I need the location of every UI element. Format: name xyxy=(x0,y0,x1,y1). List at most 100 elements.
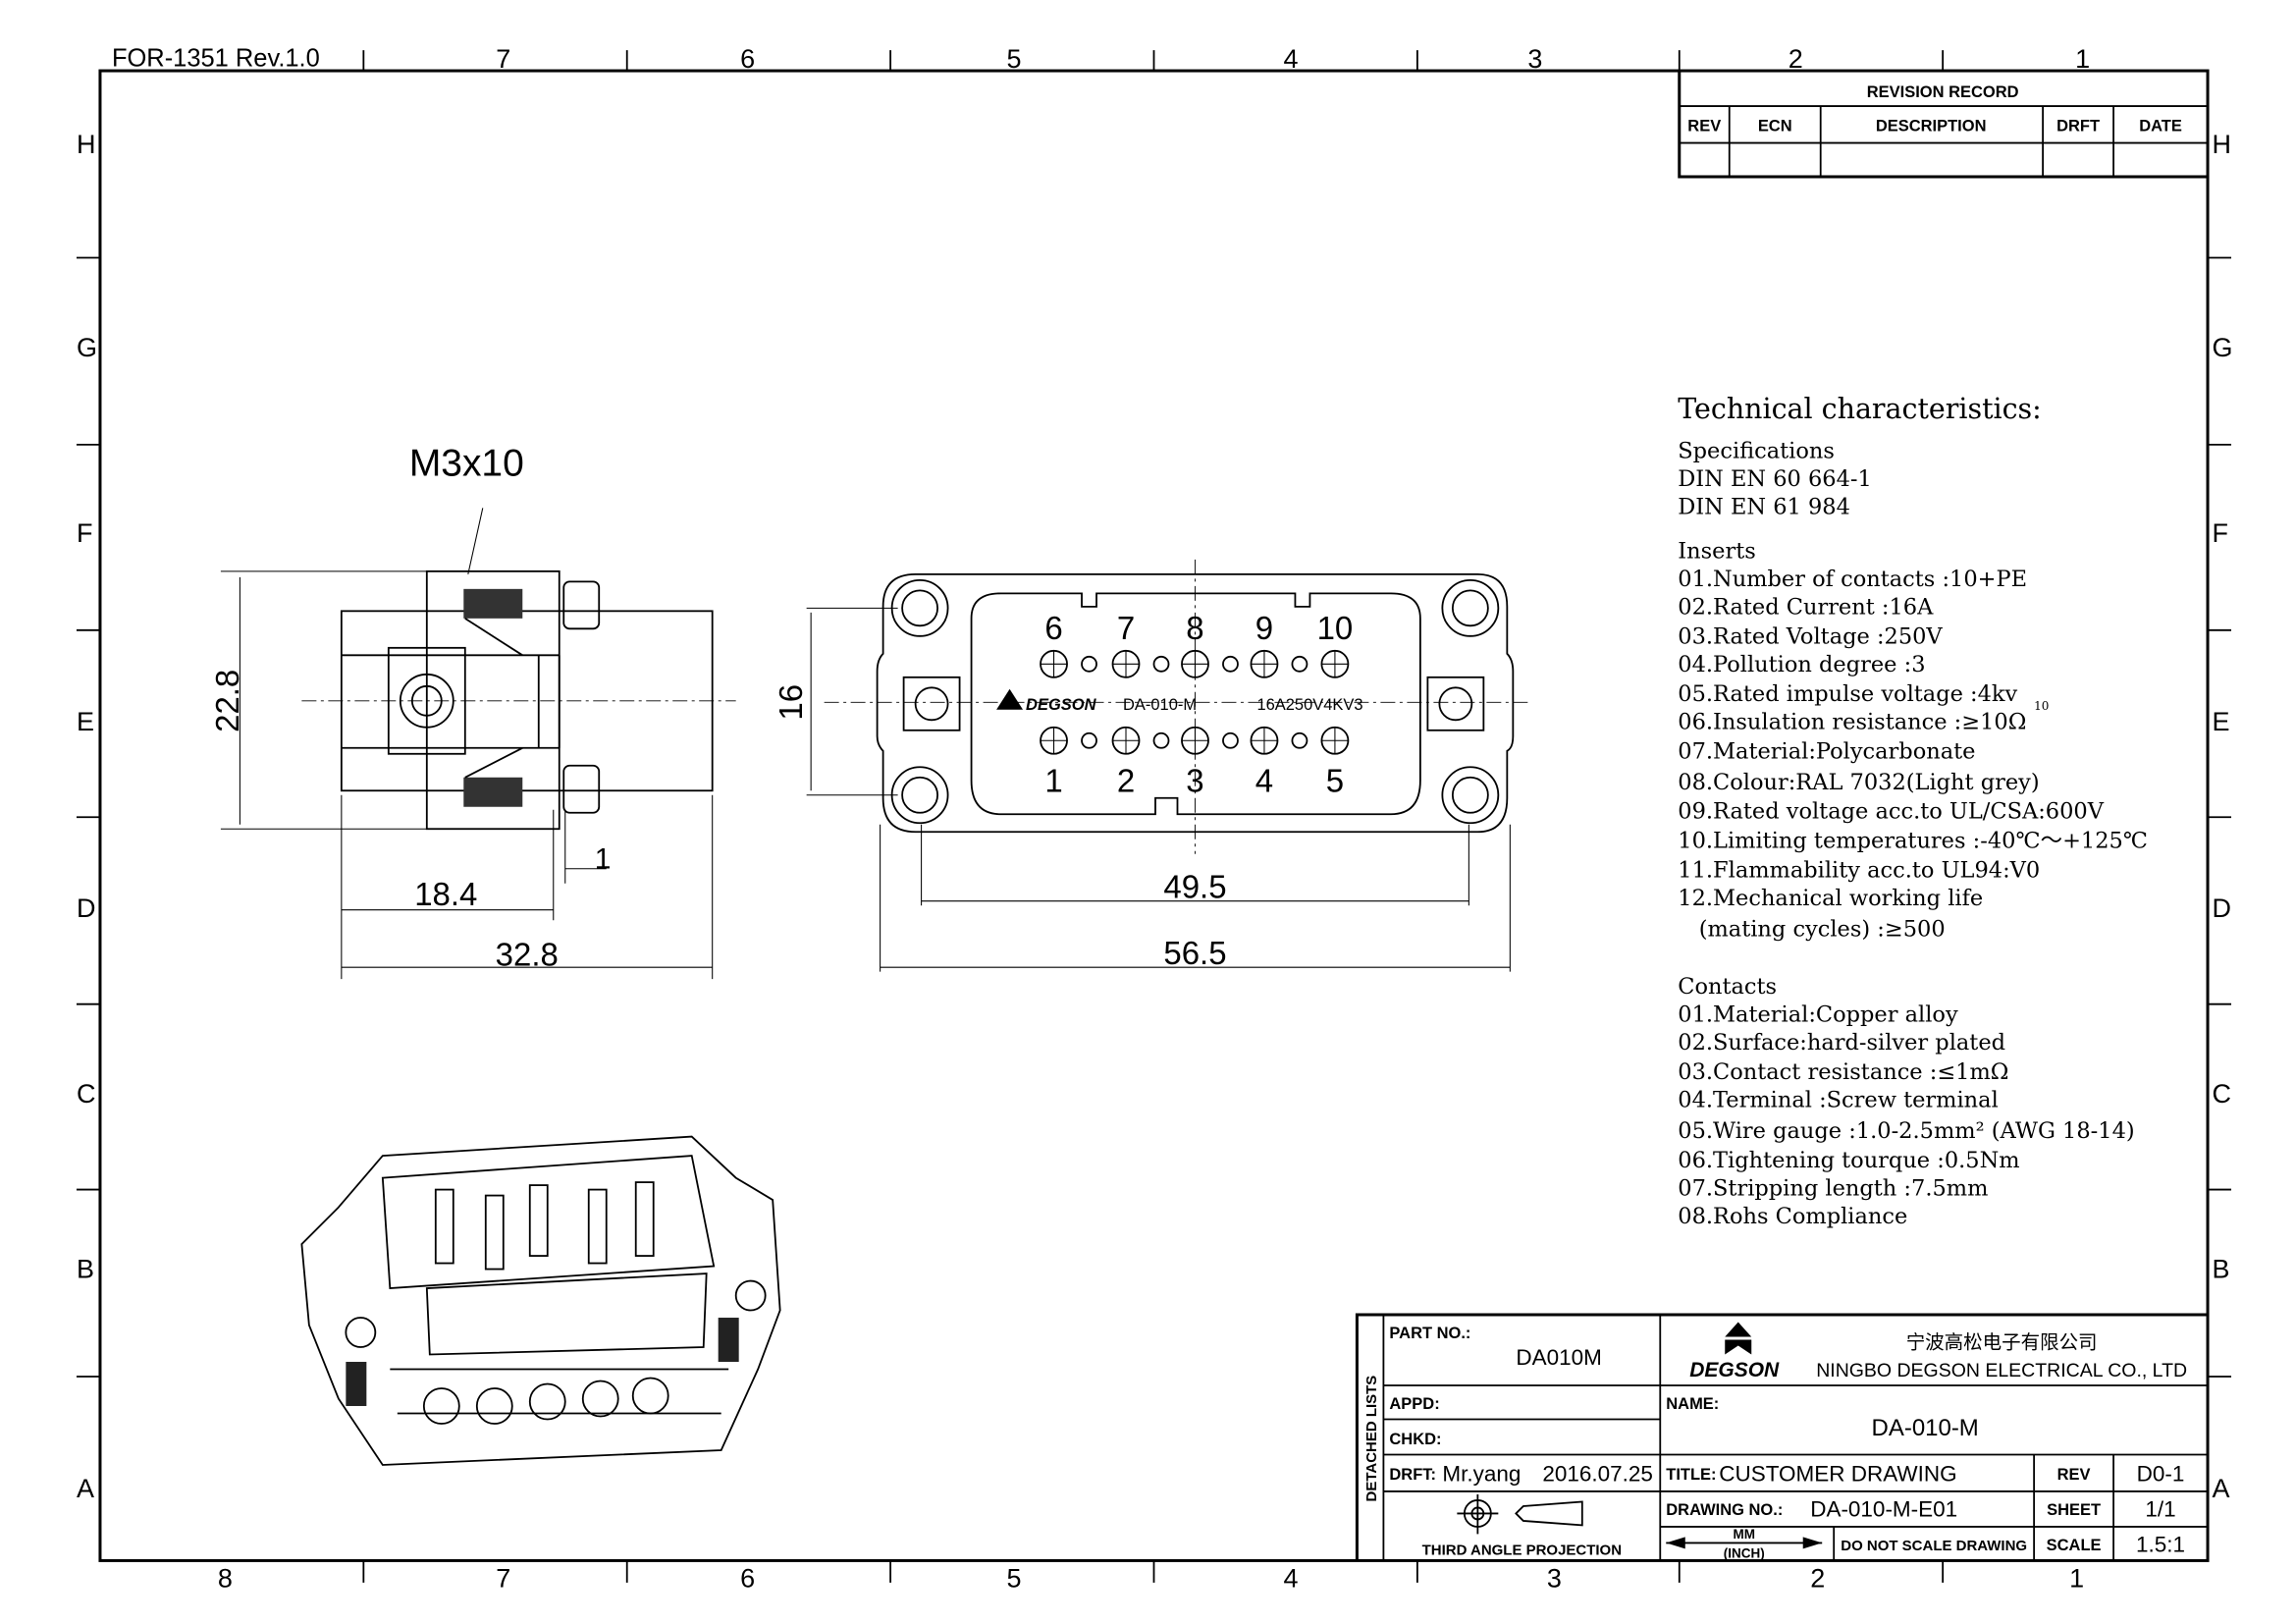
detached-lists-label: DETACHED LISTS xyxy=(1363,1376,1380,1502)
zone-row: D xyxy=(2213,893,2231,923)
coding-hole xyxy=(1152,655,1170,673)
contact-crosshair xyxy=(1041,727,1068,754)
technical-characteristics: Technical characteristics: Specification… xyxy=(1678,393,2148,1229)
pin-label: 9 xyxy=(1255,610,1273,646)
zone-col: 4 xyxy=(1283,44,1298,74)
pin-label: 6 xyxy=(1044,610,1062,646)
zone-col: 6 xyxy=(740,1563,755,1593)
zone-col: 2 xyxy=(1789,44,1803,74)
zone-row: E xyxy=(77,707,94,736)
contact-crosshair xyxy=(1251,650,1278,677)
units-arrow-icon xyxy=(1666,1537,1823,1549)
insert-item: 07.Material:Polycarbonate xyxy=(1678,738,1975,764)
coding-hole xyxy=(1081,731,1097,749)
zone-row: A xyxy=(2213,1474,2230,1503)
insert-item: 09.Rated voltage acc.to UL/CSA:600V xyxy=(1678,799,2104,825)
revision-record-table: REVISION RECORD REV ECN DESCRIPTION DRFT… xyxy=(1678,71,2209,179)
front-view: 6 7 8 9 10 1 2 3 4 5 16 49.5 56.5 DEGSON… xyxy=(773,559,1531,972)
spec-item: DIN EN 61 984 xyxy=(1678,494,1850,519)
insert-item: 01.Number of contacts :10+PE xyxy=(1678,567,2027,592)
degson-logo-icon xyxy=(996,688,1024,710)
zone-col: 1 xyxy=(2069,1563,2084,1593)
units-inch: (INCH) xyxy=(1724,1545,1765,1560)
contact-crosshair xyxy=(1041,650,1068,677)
contact-crosshair xyxy=(1321,727,1349,754)
dim-height: 16 xyxy=(773,684,809,721)
zone-row: A xyxy=(77,1474,94,1503)
zone-col: 4 xyxy=(1283,1563,1298,1593)
company-name-cn: 宁波高松电子有限公司 xyxy=(1906,1332,2098,1354)
zone-row: H xyxy=(77,130,95,159)
part-no-label: PART NO.: xyxy=(1389,1325,1470,1342)
pin-label: 7 xyxy=(1117,610,1135,646)
zone-row: D xyxy=(77,893,95,923)
insert-item: 10.Limiting temperatures :-40℃～+125℃ xyxy=(1678,829,2148,854)
coding-hole xyxy=(1222,731,1239,749)
company-name-en: NINGBO DEGSON ELECTRICAL CO., LTD xyxy=(1816,1360,2187,1381)
zone-col: 1 xyxy=(2075,44,2090,74)
zone-col: 8 xyxy=(218,1563,233,1593)
rating-marking: 16A250V4KV3 xyxy=(1256,696,1362,714)
insert-item: 02.Rated Current :16A xyxy=(1678,594,1934,620)
contact-crosshair xyxy=(1112,650,1140,677)
rev-label: REV xyxy=(2057,1466,2091,1484)
form-id: FOR-1351 Rev.1.0 xyxy=(112,45,320,73)
drft-label: DRFT: xyxy=(1389,1466,1436,1484)
zone-row: C xyxy=(2213,1079,2231,1109)
degson-logo: DEGSON xyxy=(1689,1322,1780,1381)
zone-col: 3 xyxy=(1527,44,1542,74)
contact-crosshair xyxy=(1251,727,1278,754)
dim-width-total: 32.8 xyxy=(496,937,559,973)
dim-height: 22.8 xyxy=(209,670,245,732)
insert-item: 05.Rated impulse voltage :4kv xyxy=(1678,681,2017,707)
zone-ticks xyxy=(76,50,2232,1583)
zone-row: E xyxy=(2213,707,2230,736)
third-angle-projection-icon xyxy=(1457,1493,1583,1535)
projection-label: THIRD ANGLE PROJECTION xyxy=(1422,1542,1622,1558)
title-label: TITLE: xyxy=(1666,1466,1716,1484)
column-header: DESCRIPTION xyxy=(1876,118,1987,135)
column-header: DATE xyxy=(2139,118,2182,135)
contact-item: 05.Wire gauge :1.0-2.5mm² (AWG 18-14) xyxy=(1678,1118,2134,1144)
brand-marking: DEGSON xyxy=(1026,696,1097,714)
zone-col: 2 xyxy=(1810,1563,1825,1593)
drawing-no: DA-010-M-E01 xyxy=(1810,1496,1957,1521)
isometric-view xyxy=(300,1135,781,1466)
zone-row: B xyxy=(77,1255,94,1284)
sheet-label: SHEET xyxy=(2047,1501,2101,1519)
part-name: DA-010-M xyxy=(1872,1415,1979,1441)
inserts-heading: Inserts xyxy=(1678,538,1756,564)
coding-hole xyxy=(1291,731,1308,749)
dim-offset: 1 xyxy=(595,843,612,876)
zone-col: 5 xyxy=(1007,44,1022,74)
dim-total: 56.5 xyxy=(1163,935,1226,971)
zone-row: B xyxy=(2213,1255,2230,1284)
contact-item: 07.Stripping length :7.5mm xyxy=(1678,1176,1988,1202)
sheet-value: 1/1 xyxy=(2145,1496,2175,1521)
side-view: M3x10 22.8 1 18.4 32.8 xyxy=(209,442,736,980)
contacts-heading: Contacts xyxy=(1678,974,1777,1000)
insulation-exponent: 10 xyxy=(2034,699,2049,713)
insert-item: 06.Insulation resistance :≥10Ω xyxy=(1678,709,2026,734)
insert-item: 04.Pollution degree :3 xyxy=(1678,652,1925,677)
zone-col: 6 xyxy=(740,44,755,74)
no-scale-note: DO NOT SCALE DRAWING xyxy=(1841,1538,2027,1554)
zone-row: C xyxy=(77,1079,95,1109)
pin-label: 5 xyxy=(1326,763,1344,799)
drawing-date: 2016.07.25 xyxy=(1542,1461,1653,1486)
scale-value: 1.5:1 xyxy=(2136,1532,2185,1556)
insert-item: (mating cycles) :≥500 xyxy=(1678,917,1945,943)
rev-value: D0-1 xyxy=(2137,1461,2185,1486)
zone-row: G xyxy=(77,333,97,362)
column-header: ECN xyxy=(1758,118,1792,135)
revision-record-title: REVISION RECORD xyxy=(1867,83,2019,101)
zone-row: H xyxy=(2213,130,2231,159)
scale-label: SCALE xyxy=(2047,1537,2102,1554)
dim-inner: 49.5 xyxy=(1163,869,1226,905)
zone-col: 7 xyxy=(496,1563,510,1593)
zone-col: 7 xyxy=(496,44,510,74)
zone-labels: 7 6 5 4 3 2 1 8 7 6 5 4 3 2 1 H G F E D … xyxy=(77,44,2233,1593)
drawing-title: CUSTOMER DRAWING xyxy=(1719,1461,1956,1486)
